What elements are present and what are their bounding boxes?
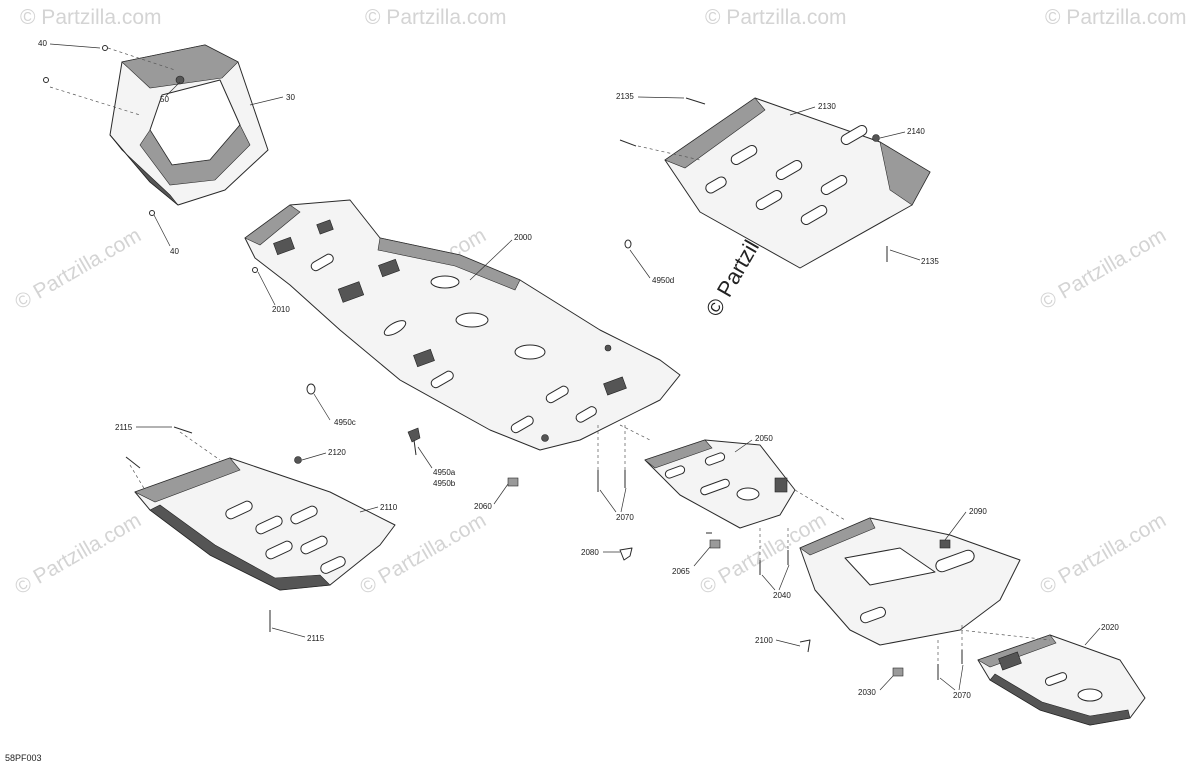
part-2090-skid-plate (799, 517, 1021, 646)
callout-label: 2065 (672, 567, 690, 576)
explode-lines (129, 145, 1051, 664)
watermark-text: © Partzilla.com (365, 6, 507, 29)
callout-label: 2130 (818, 102, 836, 111)
callout-label: 4950b (433, 479, 456, 488)
callout-label: 2135 (616, 92, 634, 101)
watermark-text: © Partzilla.com (20, 6, 162, 29)
callout-label: 50 (160, 95, 169, 104)
callout-label: 2010 (272, 305, 290, 314)
callout-label: 2110 (380, 503, 398, 512)
callout-label: 2140 (907, 127, 925, 136)
callout-label: 2070 (616, 513, 634, 522)
part-2130-skid-plate (664, 97, 931, 269)
watermark-text: © Partzilla.com (1045, 6, 1187, 29)
callout-label: 4950c (334, 418, 356, 427)
callout-label: 40 (38, 39, 47, 48)
diagram-code: 58PF003 (5, 753, 42, 763)
callout-label: 2030 (858, 688, 876, 697)
callout-label: 2040 (773, 591, 791, 600)
callout-label: 2115 (307, 634, 325, 643)
callout-label: 2000 (514, 233, 532, 242)
callout-label: 2120 (328, 448, 346, 457)
callout-label: 30 (286, 93, 295, 102)
fasteners (43, 45, 963, 680)
part-30-bumper-guard (49, 44, 269, 206)
part-2020-skid-plate (977, 634, 1146, 726)
callout-label: 2070 (953, 691, 971, 700)
watermark-text: © Partzilla.com (11, 224, 145, 315)
callout-label: 2135 (921, 257, 939, 266)
callout-label: 2060 (474, 502, 492, 511)
callout-label: 2090 (969, 507, 987, 516)
callout-label: 40 (170, 247, 179, 256)
watermark-text: © Partzilla.com (1036, 509, 1170, 600)
callout-label: 4950d (652, 276, 674, 285)
watermark-text: © Partzilla.com (1036, 224, 1170, 315)
leader-lines (49, 43, 1101, 691)
callout-label: 4950a (433, 468, 456, 477)
callout-labels: 40 50 30 40 2135 2130 2140 2135 2000 201… (38, 39, 1119, 700)
part-2000-main-skid-plate (244, 199, 681, 451)
callout-label: 2020 (1101, 623, 1119, 632)
callout-label: 2100 (755, 636, 773, 645)
callout-label: 2115 (115, 423, 133, 432)
part-2050-skid-plate (644, 439, 796, 529)
part-2110-skid-plate (134, 456, 396, 591)
callout-label: 2080 (581, 548, 599, 557)
watermark-text: © Partzilla.com (11, 509, 145, 600)
watermark-text: © Partzilla.com (705, 6, 847, 29)
callout-label: 2050 (755, 434, 773, 443)
